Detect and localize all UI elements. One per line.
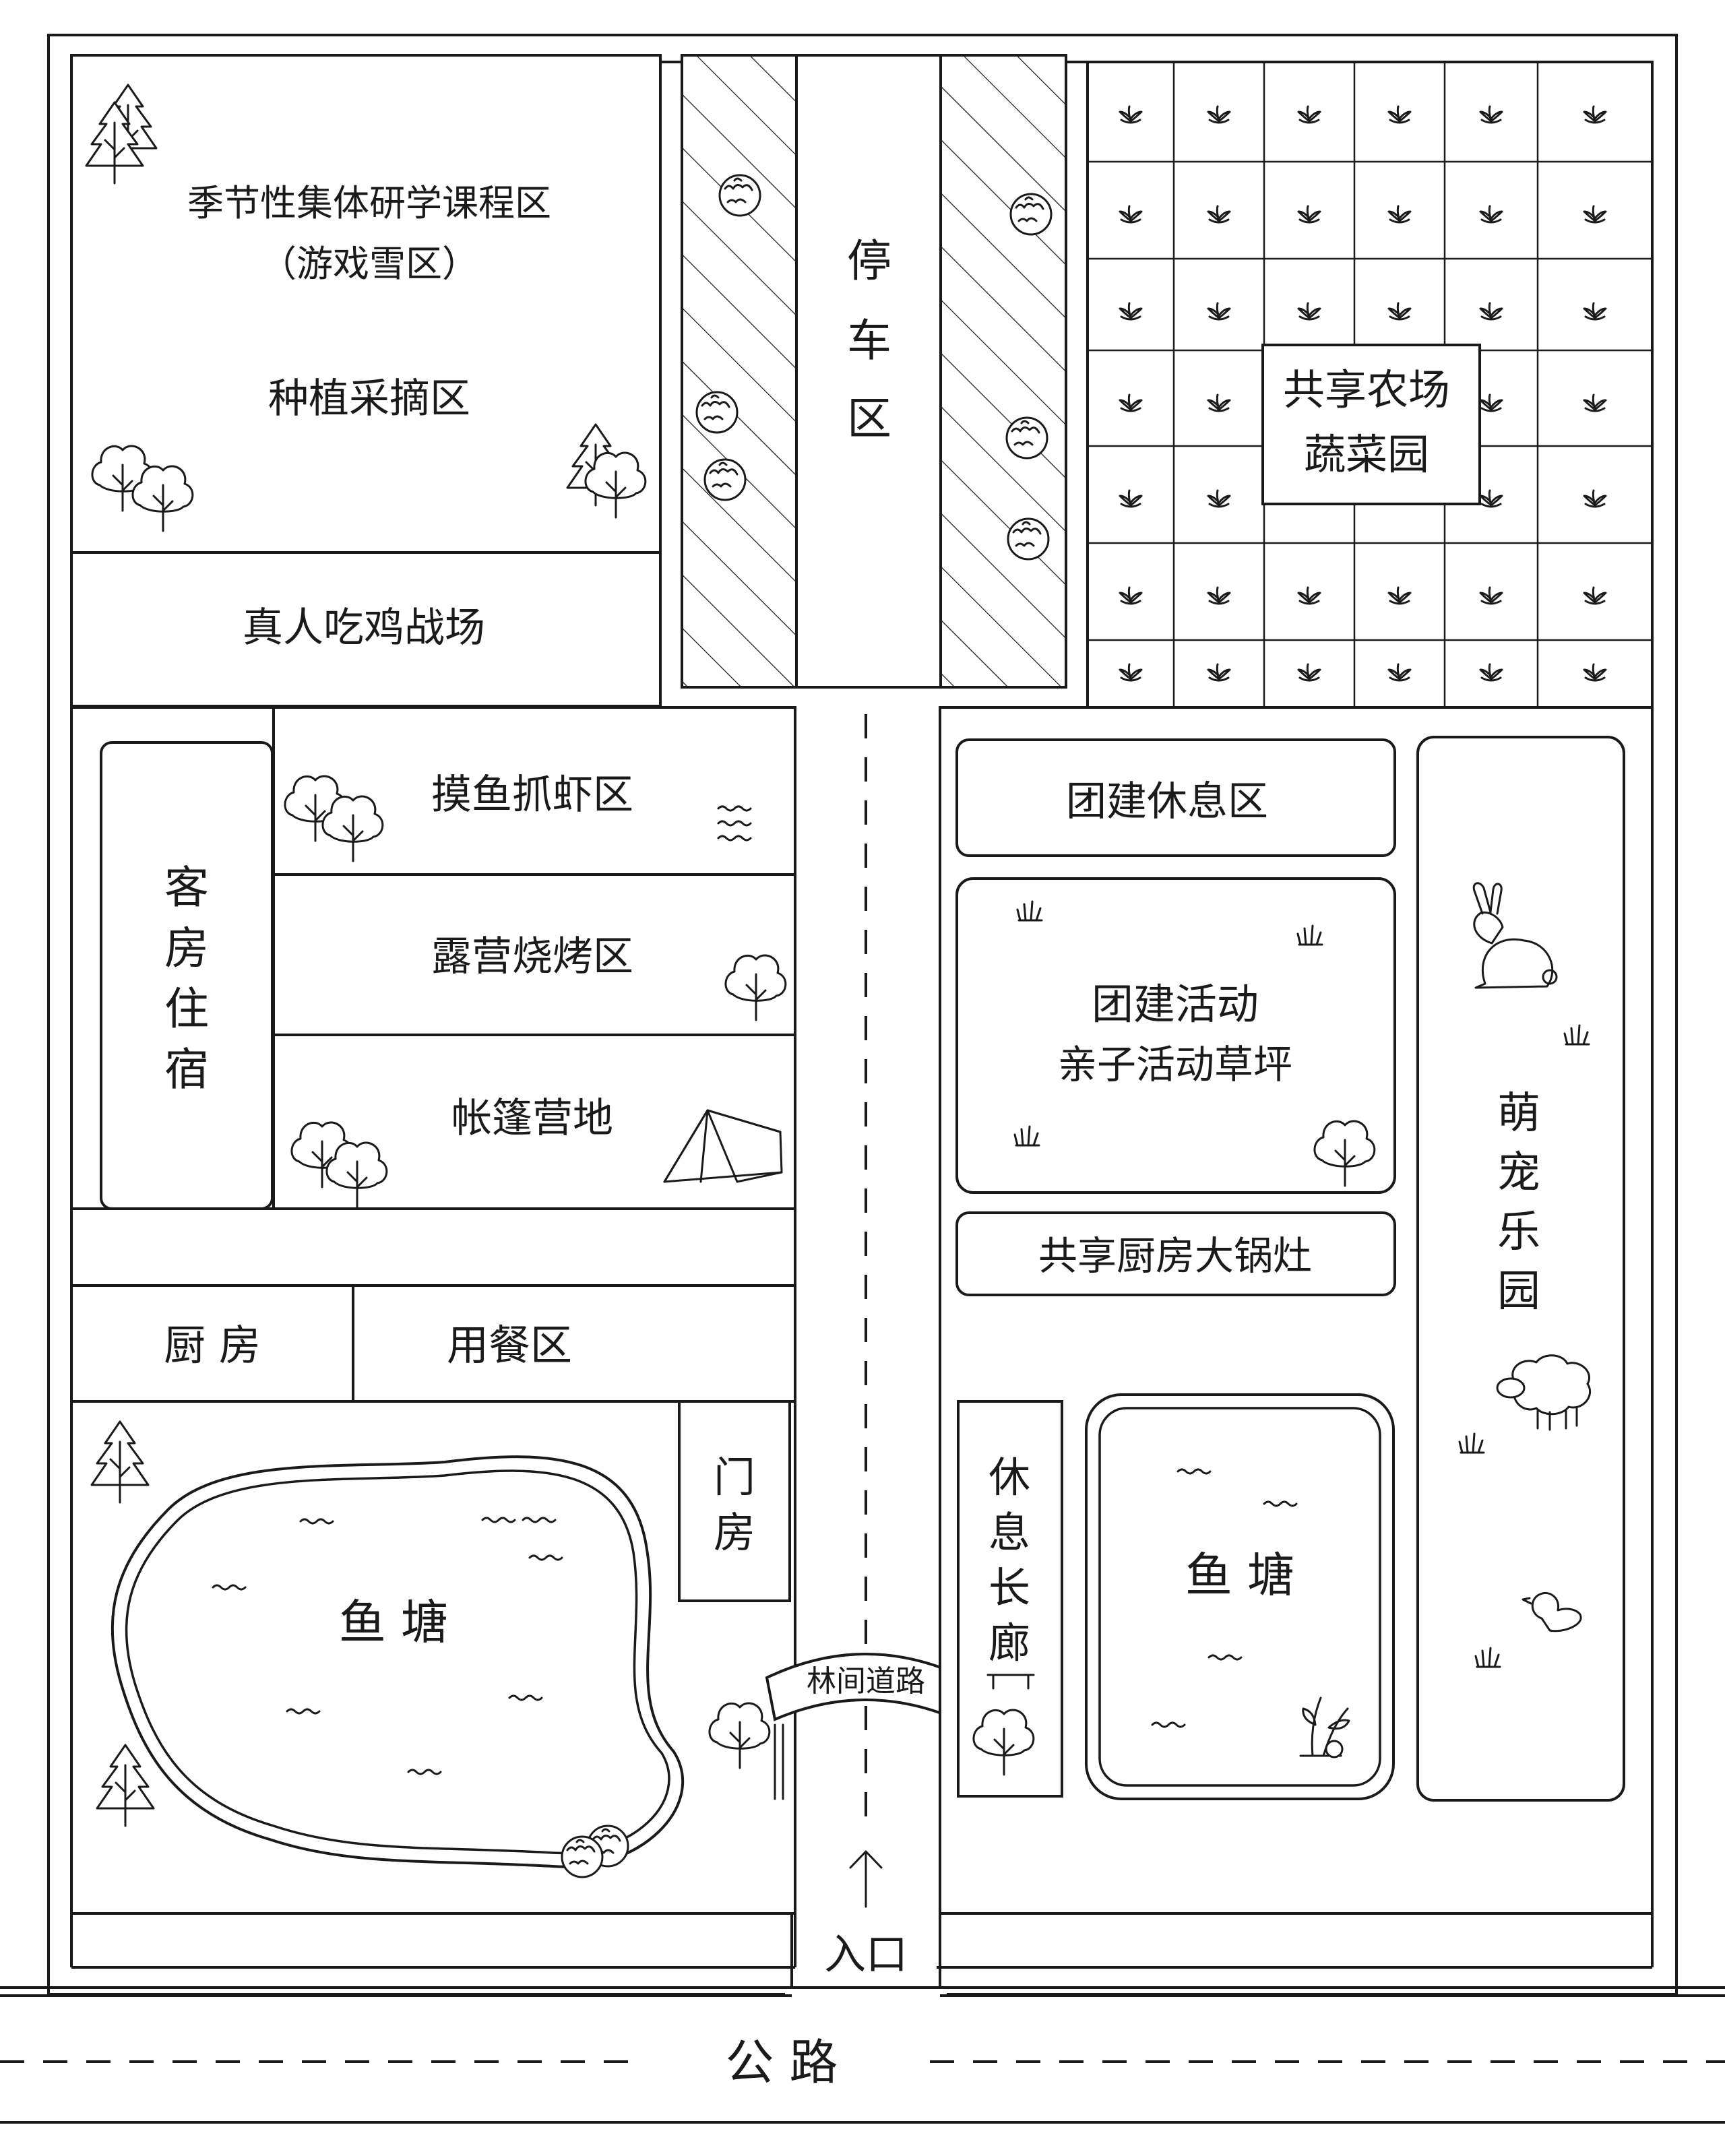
highway-label: 公 路	[726, 2034, 838, 2091]
bush-icon	[1009, 193, 1053, 236]
rest-corridor-label-4: 廊	[989, 1618, 1030, 1668]
gatehouse-label-1: 门	[714, 1453, 755, 1502]
guest-room-label-1: 客	[164, 862, 209, 914]
bush-icon	[695, 391, 739, 434]
team-activity-lawn[interactable]	[955, 877, 1396, 1194]
parking-label-3: 区	[847, 393, 891, 445]
bush-icon	[718, 174, 761, 217]
rest-corridor-label-1: 休	[989, 1453, 1030, 1502]
bush-icon	[703, 458, 747, 501]
guest-room-label-2: 房	[164, 922, 209, 974]
parking-label-1: 停	[847, 235, 891, 287]
guest-room-label-4: 宿	[164, 1044, 209, 1096]
tent-icon	[663, 1109, 783, 1183]
arrow-up-icon	[849, 1850, 883, 1908]
fishing-zone[interactable]	[272, 706, 796, 876]
parking-hatch-left	[683, 57, 796, 686]
battlefield-label: 真人吃鸡战场	[243, 604, 485, 652]
farm-label-line2: 蔬菜园	[1304, 430, 1429, 479]
site-boundary	[47, 34, 1678, 1996]
guest-room-label-3: 住	[164, 983, 209, 1035]
gatehouse-label-2: 房	[714, 1508, 755, 1557]
bbq-zone-label: 露营烧烤区	[431, 933, 633, 980]
pet-park-label-1: 萌	[1497, 1089, 1540, 1139]
farm-label-box	[1261, 344, 1481, 505]
shared-kitchen-zone[interactable]	[955, 1211, 1396, 1296]
rabbit-icon	[1472, 882, 1558, 989]
farm-label-line1: 共享农场	[1283, 365, 1450, 414]
bench-icon	[986, 1674, 1035, 1690]
entrance-label: 入口	[824, 1930, 908, 1979]
forest-road-label: 林间道路	[807, 1664, 925, 1699]
kitchen-label: 厨 房	[164, 1321, 261, 1370]
snow-zone-label: （游戏雪区）	[260, 243, 478, 285]
bbq-zone[interactable]	[272, 873, 796, 1036]
team-rest-label: 团建休息区	[1066, 778, 1268, 825]
bush-icon	[1005, 416, 1048, 459]
parking-hatch-right	[941, 57, 1065, 686]
team-activity-label: 团建活动	[1092, 980, 1259, 1029]
study-zone-label: 季节性集体研学课程区	[187, 182, 551, 224]
pet-park-zone[interactable]	[1416, 736, 1625, 1802]
rest-corridor-label-2: 息	[989, 1508, 1030, 1557]
bush-icon	[1007, 517, 1050, 561]
team-rest-zone[interactable]	[955, 738, 1396, 857]
kitchen-zone[interactable]	[70, 1284, 354, 1403]
bush-icon	[561, 1835, 604, 1878]
pet-park-label-3: 乐	[1497, 1207, 1540, 1257]
tent-zone-label: 帐篷营地	[451, 1095, 613, 1142]
duck-icon	[1522, 1592, 1582, 1632]
shared-farm-zone[interactable]: 共享农场 蔬菜园	[1086, 61, 1654, 709]
fish-pond-left[interactable]: 鱼 塘	[111, 1455, 684, 1868]
fish-pond-right[interactable]: 鱼 塘	[1085, 1393, 1395, 1800]
parent-child-lawn-label: 亲子活动草坪	[1058, 1042, 1292, 1087]
water-plant-icon	[1299, 1697, 1350, 1758]
pet-park-label-4: 园	[1497, 1267, 1540, 1317]
sheep-icon	[1496, 1354, 1592, 1431]
gatehouse-zone[interactable]	[678, 1400, 791, 1602]
pond-right-label: 鱼 塘	[1185, 1548, 1294, 1603]
parking-label-2: 车	[847, 315, 891, 367]
pond-left-label: 鱼 塘	[339, 1595, 448, 1650]
dining-zone[interactable]	[352, 1284, 796, 1403]
dining-label: 用餐区	[447, 1321, 572, 1370]
battlefield-zone[interactable]	[70, 551, 662, 707]
guest-room-zone[interactable]	[100, 741, 274, 1210]
rest-corridor-label-3: 长	[989, 1563, 1030, 1612]
pet-park-label-2: 宠	[1497, 1148, 1540, 1198]
fishing-zone-label: 摸鱼抓虾区	[431, 771, 633, 819]
shared-kitchen-label: 共享厨房大锅灶	[1038, 1233, 1312, 1279]
picking-zone-label: 种植采摘区	[268, 375, 470, 422]
